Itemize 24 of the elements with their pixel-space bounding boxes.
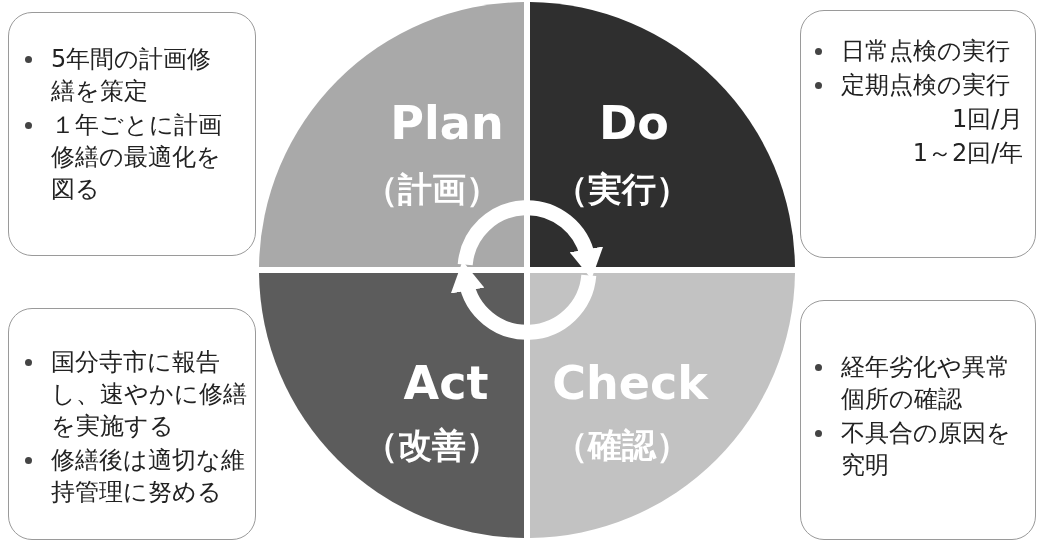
schedule-text: 1～2回/年 — [911, 138, 1024, 169]
bullet-text: 国分寺市に報告し、速やかに修繕を実施する — [51, 347, 248, 442]
text-box — [8, 12, 256, 256]
phase-title: Check — [552, 356, 708, 410]
phase-title: Do — [599, 96, 669, 150]
bullet-text: 修繕後は適切な維持管理に努める — [51, 445, 246, 508]
bullet-text: 経年劣化や異常個所の確認 — [841, 352, 1011, 415]
cycle-arrow — [457, 200, 603, 279]
bullet-text: 定期点検の実行 — [841, 70, 1011, 101]
phase-subtitle: （改善） — [364, 424, 500, 467]
schedule-text: 1回/月 — [951, 104, 1024, 135]
bullet-text: １年ごとに計画修繕の最適化を図る — [51, 110, 223, 205]
phase-title: Act — [403, 356, 489, 410]
phase-title: Plan — [390, 96, 504, 150]
phase-subtitle: （実行） — [554, 168, 690, 211]
bullet-text: 不具合の原因を究明 — [841, 418, 1012, 481]
bullet-text: 5年間の計画修繕を策定 — [51, 44, 213, 107]
text-box — [8, 308, 256, 540]
text-box — [800, 300, 1036, 540]
text-box — [800, 10, 1036, 258]
bullet-text: 日常点検の実行 — [841, 36, 1011, 67]
cycle-arrow — [451, 261, 597, 340]
phase-subtitle: （計画） — [364, 168, 500, 211]
phase-subtitle: （確認） — [554, 424, 690, 467]
